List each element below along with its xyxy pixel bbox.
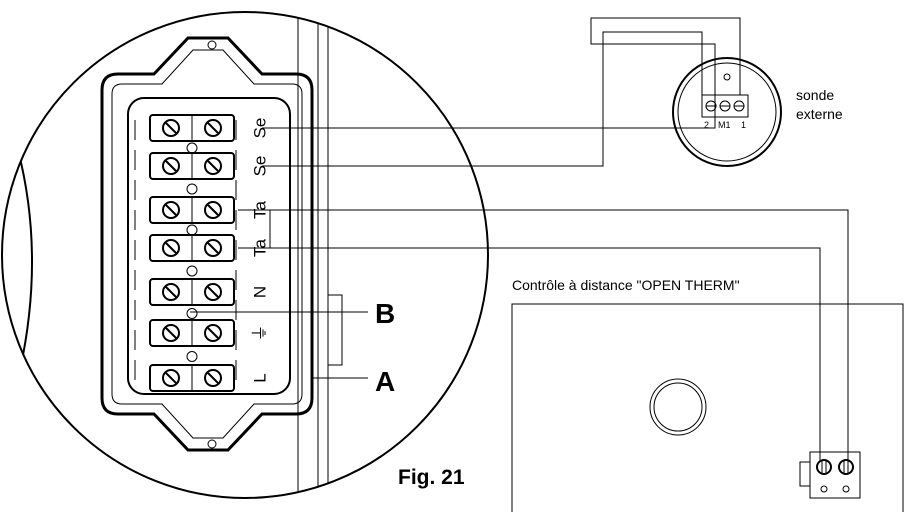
terminal-row: ⏚	[149, 319, 270, 362]
screw-slot	[207, 286, 219, 298]
sensor-body	[672, 57, 782, 167]
se-wire-1	[262, 17, 741, 129]
sensor-pin-m1: M1	[718, 120, 731, 130]
remote-body	[511, 303, 904, 512]
callout-a: A	[375, 366, 395, 397]
terminal-label-l: L	[251, 373, 270, 382]
mount-hole	[207, 40, 217, 50]
remote-connector-hole	[842, 485, 850, 493]
screw-icon	[162, 239, 180, 257]
terminal-row: Se	[149, 114, 270, 154]
test-point	[186, 265, 198, 277]
terminal-label-se2: Se	[251, 156, 270, 177]
test-point	[186, 308, 198, 319]
sensor-body-inner	[677, 62, 777, 162]
screw-slot	[207, 160, 219, 172]
screw-icon	[204, 239, 222, 257]
terminal-row: Se	[149, 152, 270, 195]
terminal-frame	[127, 97, 291, 395]
figure-label: Fig. 21	[398, 466, 465, 489]
sensor-hole	[723, 73, 731, 81]
remote-control: Contrôle à distance "OPEN THERM"	[511, 277, 904, 512]
terminal-row: L	[149, 364, 270, 392]
screw-icon	[162, 201, 180, 219]
screw-slot	[207, 122, 219, 134]
sensor-pin-1: 1	[741, 120, 746, 130]
screw-icon	[162, 283, 180, 301]
terminal-row: N	[149, 278, 270, 319]
screw-icon	[838, 459, 854, 475]
mount-hole	[207, 439, 217, 449]
magnifier-circle	[1, 11, 489, 499]
screw-slot	[165, 160, 177, 172]
screw-icon	[816, 459, 832, 475]
ta-jumper-wire	[238, 209, 271, 249]
callout-b: B	[375, 298, 395, 329]
screw-icon	[162, 369, 180, 387]
terminal-row: Ta	[149, 196, 270, 236]
screw-icon	[204, 369, 222, 387]
se-wire-2	[262, 31, 703, 167]
terminal-label-se1: Se	[251, 118, 270, 139]
remote-connector	[809, 451, 861, 499]
sensor-title-line1: sonde	[796, 87, 834, 103]
test-point	[186, 351, 198, 362]
sensor-pin-2: 2	[704, 120, 709, 130]
screw-icon	[162, 157, 180, 175]
test-point	[186, 142, 198, 154]
screw-slot	[207, 327, 219, 339]
outdoor-sensor: 2 M1 1 sonde externe	[672, 57, 843, 167]
sensor-screws	[705, 100, 745, 112]
sensor-terminal-strip	[701, 94, 749, 118]
terminal-label-n: N	[251, 286, 270, 298]
test-point	[186, 183, 198, 195]
remote-knob	[649, 378, 707, 436]
screw-slot	[165, 204, 177, 216]
ta-wire-2	[270, 247, 821, 462]
remote-title: Contrôle à distance "OPEN THERM"	[512, 277, 740, 293]
screw-slot	[165, 327, 177, 339]
remote-screws	[816, 459, 854, 475]
screw-icon	[204, 324, 222, 342]
screw-slot	[207, 242, 219, 254]
sensor-title-line2: externe	[796, 106, 843, 122]
screw-icon	[204, 283, 222, 301]
terminal-housing	[100, 36, 314, 452]
screw-icon	[204, 157, 222, 175]
remote-knob-inner	[653, 382, 703, 432]
screw-slot	[207, 372, 219, 384]
terminal-row: Ta	[149, 234, 270, 277]
screw-icon	[162, 119, 180, 137]
housing-curve	[17, 149, 34, 371]
remote-connector-hole	[820, 485, 828, 493]
test-point	[186, 224, 198, 236]
ta-wire-1	[270, 209, 849, 462]
screw-slot	[165, 242, 177, 254]
terminal-label-earth: ⏚	[251, 325, 270, 342]
panel-tab	[327, 294, 343, 366]
terminal-housing-inner	[111, 49, 303, 439]
screw-icon	[162, 324, 180, 342]
screw-icon	[204, 201, 222, 219]
screw-icon	[204, 119, 222, 137]
remote-connector-tab	[799, 461, 810, 487]
screw-slot	[165, 286, 177, 298]
screw-slot	[165, 122, 177, 134]
screw-slot	[165, 372, 177, 384]
screw-slot	[207, 204, 219, 216]
